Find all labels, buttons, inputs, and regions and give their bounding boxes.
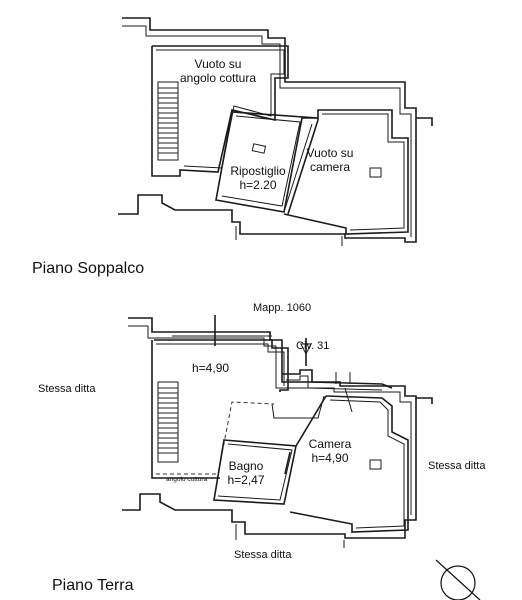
room-label-ripostiglio: Ripostiglio h=2.20	[230, 164, 286, 192]
upper-floor-title: Piano Soppalco	[32, 260, 145, 277]
upper-floor-plan	[118, 17, 433, 246]
ground-floor-plan	[122, 315, 433, 548]
north-arrow-icon	[435, 559, 481, 600]
civic-number-label: Civ. 31	[296, 340, 330, 352]
ground-stairs	[158, 387, 178, 454]
room-label-bagno: Bagno h=2,47	[227, 459, 265, 487]
neighbor-label-bottom: Stessa ditta	[234, 549, 292, 561]
main-room-height: h=4,90	[192, 361, 230, 375]
ground-floor-title: Piano Terra	[52, 577, 134, 594]
room-label-vuoto-camera: Vuoto su camera	[306, 146, 354, 174]
parcel-label: Mapp. 1060	[253, 302, 312, 314]
room-label-camera: Camera h=4,90	[308, 437, 352, 465]
kitchen-label: angolo cottura	[166, 476, 208, 483]
neighbor-label-right: Stessa ditta	[428, 460, 486, 472]
neighbor-label-left: Stessa ditta	[38, 383, 96, 395]
room-label-vuoto-cottura: Vuoto su angolo cottura	[179, 57, 257, 85]
upper-stairs	[158, 87, 178, 154]
